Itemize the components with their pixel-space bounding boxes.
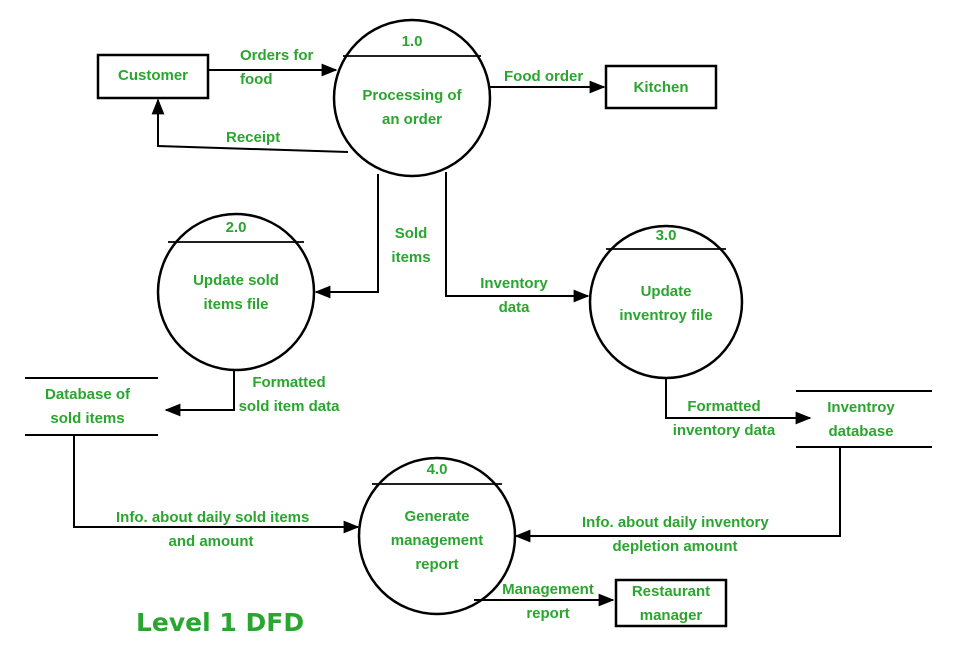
flow-info-daily-inventory-arrow (514, 447, 841, 543)
process-2-circle (156, 212, 316, 372)
flow-inventory-data-arrow (445, 172, 590, 303)
process-3-name-line-1: Update (640, 283, 692, 300)
inventory-datastore-line-2: database (828, 423, 894, 440)
process-4-name-line-2: management (390, 532, 484, 549)
process-3-name-line-2: inventroy file (619, 307, 713, 324)
restaurant-manager-entity-box (614, 578, 728, 628)
flow-formatted-inventory-data-arrow (665, 378, 812, 425)
flow-formatted-sold-item-data-label: Formatted sold item data (238, 371, 340, 419)
formatted-inventory-line-2: inventory data (672, 422, 776, 439)
process-1-number: 1.0 (401, 33, 423, 50)
sold-items-line-2: items (391, 249, 431, 266)
process-2-name-line-1: Update sold (193, 272, 279, 289)
process-4-number: 4.0 (426, 461, 448, 478)
sold-items-datastore-line-2: sold items (50, 410, 125, 427)
formatted-inventory-line-1: Formatted (687, 398, 761, 415)
process-2-name-line-2: items file (203, 296, 269, 313)
flow-food-order-label: Food order (504, 68, 584, 85)
inventory-datastore-label: Inventroy database (796, 396, 926, 444)
flow-info-daily-inventory-label: Info. about daily inventory depletion am… (582, 511, 769, 559)
process-4-name-line-1: Generate (404, 508, 470, 525)
kitchen-label: Kitchen (633, 79, 689, 96)
restaurant-manager-line-2: manager (639, 607, 703, 624)
flow-formatted-sold-item-data-arrow (164, 370, 235, 417)
inventory-datastore-lines (796, 390, 932, 448)
process-1-name-line-1: Processing of (362, 87, 462, 104)
process-3-circle (588, 224, 744, 380)
flow-receipt-label: Receipt (226, 129, 281, 146)
flow-inventory-data-label: Inventory data (476, 272, 552, 320)
management-report-line-2: report (526, 605, 570, 622)
formatted-sold-line-1: Formatted (252, 374, 326, 391)
inventory-data-line-2: data (498, 299, 530, 316)
inventory-datastore-line-1: Inventroy (827, 399, 895, 416)
formatted-sold-line-2: sold item data (238, 398, 340, 415)
sold-items-datastore-line-1: Database of (44, 386, 131, 403)
flow-receipt-arrow (151, 98, 349, 153)
diagram-title: Level 1 DFD (136, 608, 305, 637)
process-4-name: Generate management report (367, 505, 507, 577)
info-daily-inventory-line-2: depletion amount (612, 538, 738, 555)
sold-items-datastore-lines (25, 377, 158, 436)
restaurant-manager-label: Restaurant manager (616, 580, 726, 628)
process-1-circle (332, 18, 492, 178)
process-2-number: 2.0 (225, 219, 247, 236)
process-3-number: 3.0 (655, 227, 677, 244)
restaurant-manager-line-1: Restaurant (631, 583, 711, 600)
flow-formatted-inventory-data-label: Formatted inventory data (672, 395, 776, 443)
flow-orders-for-food-label: Orders for food (240, 44, 313, 92)
orders-for-food-line-2: food (240, 71, 273, 88)
orders-for-food-line-1: Orders for (240, 47, 314, 64)
flow-info-daily-sold-label: Info. about daily sold items and amount (116, 506, 310, 554)
inventory-data-line-1: Inventory (480, 275, 548, 292)
process-1-name-line-2: an order (381, 111, 442, 128)
process-3-name: Update inventroy file (596, 280, 736, 328)
customer-entity-box (96, 53, 210, 100)
process-4-name-line-3: report (415, 556, 459, 573)
info-daily-sold-line-2: and amount (168, 533, 254, 550)
sold-items-datastore-label: Database of sold items (25, 383, 150, 431)
process-2-name: Update sold items file (166, 269, 306, 317)
customer-label: Customer (117, 67, 188, 84)
flow-info-daily-sold-arrow (73, 435, 360, 534)
flow-sold-items-label: Sold items (386, 222, 436, 270)
flow-sold-items-arrow (314, 174, 379, 299)
management-report-line-1: Management (502, 581, 594, 598)
info-daily-sold-line-1: Info. about daily sold items (116, 509, 310, 526)
sold-items-line-1: Sold (394, 225, 428, 242)
flow-management-report-label: Management report (498, 578, 598, 626)
kitchen-entity-box (604, 64, 718, 110)
process-1-name: Processing of an order (342, 84, 482, 132)
info-daily-inventory-line-1: Info. about daily inventory (582, 514, 769, 531)
